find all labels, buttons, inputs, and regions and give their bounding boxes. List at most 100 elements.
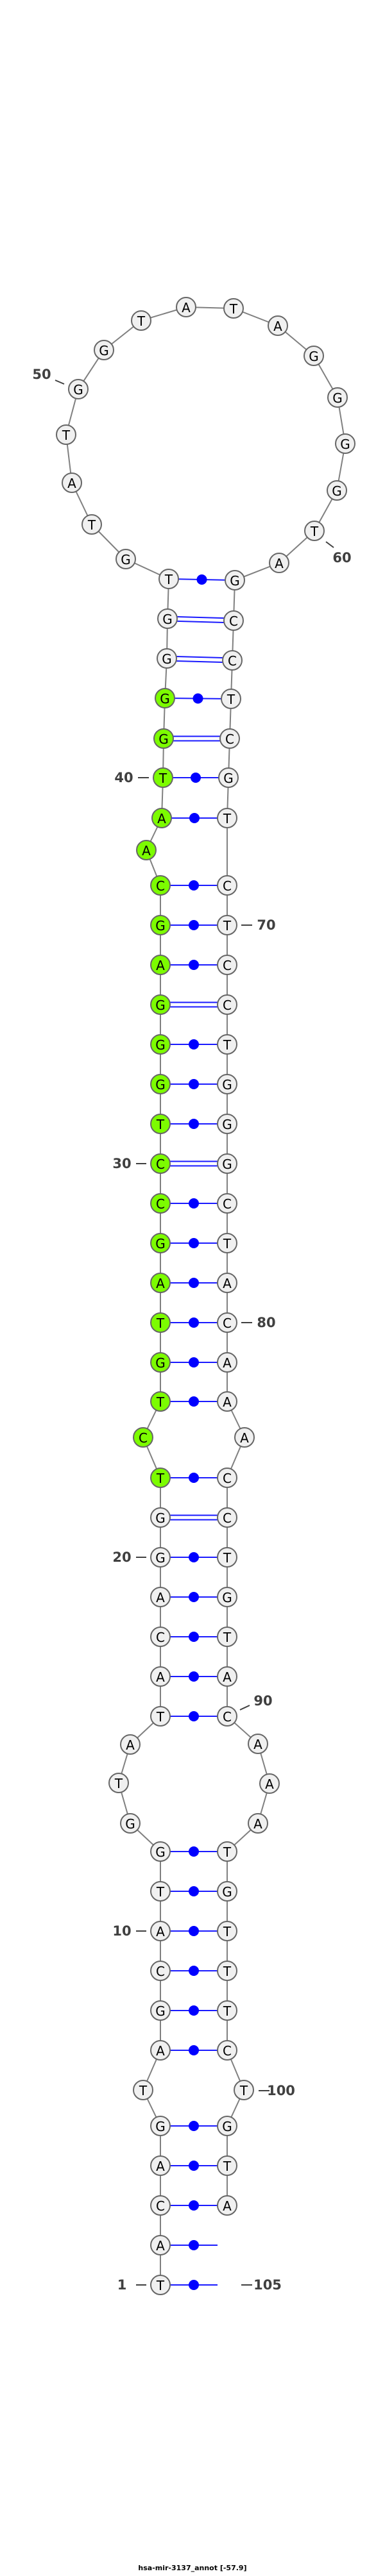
nucleotide-letter: G — [125, 1816, 135, 1832]
pair-dot — [189, 1119, 199, 1129]
wobble-pair-bond — [170, 1552, 218, 1562]
nucleotide-51: G — [94, 340, 114, 360]
nucleotide-letter: T — [223, 811, 232, 826]
pair-dot — [193, 693, 203, 704]
nucleotide-27: A — [150, 1273, 171, 1293]
pair-line — [176, 620, 224, 624]
nucleotide-53: A — [176, 297, 196, 317]
position-label-20: 20 — [112, 1550, 146, 1565]
nucleotide-letter: G — [230, 573, 240, 589]
mature-nucleotide-circle — [150, 1468, 171, 1488]
nucleotide-21: G — [150, 1507, 171, 1528]
nucleotide-circle — [150, 1961, 171, 1981]
nucleotide-87: G — [217, 1587, 237, 1607]
nucleotide-3: C — [150, 2195, 171, 2216]
nucleotide-69: C — [217, 875, 237, 896]
wobble-pair-bond — [170, 1671, 218, 1682]
nucleotide-circle — [217, 808, 237, 828]
nucleotide-letter: G — [160, 691, 170, 707]
nucleotide-circle — [217, 2155, 237, 2176]
nucleotide-circle — [217, 1391, 237, 1412]
pair-dot — [189, 2200, 199, 2211]
nucleotide-letter: T — [223, 1924, 232, 1939]
pair-dot — [189, 1926, 199, 1936]
nucleotide-letter: T — [223, 2159, 232, 2174]
nucleotide-circle — [94, 340, 114, 360]
nucleotide-letter: A — [156, 1924, 165, 1939]
nucleotide-70: T — [217, 915, 237, 935]
label-number: 40 — [114, 770, 133, 785]
nucleotide-circle — [225, 570, 245, 590]
nucleotide-letter: A — [223, 2198, 232, 2214]
nucleotide-letter: A — [156, 2043, 165, 2059]
nucleotide-95: G — [217, 1881, 237, 1902]
nucleotide-circle — [217, 1468, 237, 1488]
nucleotide-61: A — [269, 553, 289, 573]
pair-dot — [189, 1079, 199, 1089]
pair-dot — [189, 1886, 199, 1896]
nucleotide-letter: A — [157, 811, 166, 826]
nucleotide-letter: C — [156, 2198, 165, 2214]
nucleotide-86: T — [217, 1547, 237, 1568]
nucleotide-58: G — [335, 433, 355, 454]
pair-dot — [189, 1671, 199, 1682]
nucleotide-letter: A — [223, 1394, 232, 1410]
label-number: 105 — [253, 2277, 282, 2293]
nucleotide-letter: G — [222, 1117, 232, 1132]
nucleotide-letter: T — [310, 524, 319, 539]
nucleotide-6: T — [133, 2080, 153, 2100]
nucleotide-circle — [223, 610, 244, 631]
nucleotide-letter: C — [228, 653, 237, 669]
nucleotide-letter: C — [223, 1471, 232, 1486]
wobble-pair-bond — [170, 920, 218, 930]
position-label-30: 30 — [112, 1156, 146, 1171]
nucleotide-circle — [222, 650, 243, 671]
nucleotide-letter: G — [162, 612, 173, 627]
pair-dot — [189, 1966, 199, 1976]
nucleotide-97: T — [217, 1961, 237, 1981]
pair-dot — [189, 2240, 199, 2250]
nucleotide-letter: A — [253, 1737, 262, 1752]
mature-nucleotide-circle — [150, 1114, 171, 1134]
nucleotide-letter: C — [223, 958, 232, 973]
nucleotide-circle — [269, 553, 289, 573]
nucleotide-letter: G — [222, 1884, 232, 1900]
nucleotide-letter: G — [155, 1844, 166, 1860]
label-number: 100 — [267, 2083, 295, 2098]
gc-pair-bond — [170, 1001, 218, 1008]
nucleotide-letter: T — [114, 1776, 123, 1791]
wobble-pair-bond — [178, 574, 226, 585]
nucleotide-letter: A — [156, 2238, 165, 2254]
nucleotide-circle — [217, 2000, 237, 2021]
nucleotide-letter: A — [156, 2159, 165, 2174]
pair-line — [176, 660, 223, 664]
wobble-pair-bond — [170, 2005, 218, 2016]
nucleotide-circle — [217, 1114, 237, 1134]
nucleotide-letter: G — [340, 437, 350, 452]
nucleotide-letter: T — [156, 1117, 165, 1132]
gc-pair-bond — [170, 1160, 218, 1167]
gc-pair-bond — [173, 735, 220, 742]
nucleotide-52: T — [131, 310, 151, 331]
pair-dot — [189, 2280, 199, 2290]
nucleotide-23: C — [133, 1427, 153, 1448]
nucleotide-letter: C — [156, 1630, 165, 1645]
nucleotide-circle — [150, 1507, 171, 1528]
nucleotide-letter: C — [223, 878, 232, 894]
nucleotide-circle — [217, 1921, 237, 1941]
nucleotide-letter: T — [164, 572, 173, 587]
nucleotide-4: A — [150, 2155, 171, 2176]
nucleotide-letter: T — [156, 1316, 165, 1331]
nucleotide-circle — [304, 346, 324, 366]
label-number: 30 — [112, 1156, 131, 1171]
nucleotide-letter: G — [155, 2003, 166, 2019]
nucleotide-circle — [223, 298, 244, 319]
nucleotide-circle — [108, 1773, 129, 1793]
nucleotide-circle — [217, 1074, 237, 1094]
position-label-50: 50 — [32, 367, 65, 385]
pair-dot — [189, 1278, 199, 1288]
nucleotide-letter: G — [155, 2119, 166, 2134]
nucleotide-99: C — [217, 2040, 237, 2061]
nucleotide-letter: G — [332, 390, 343, 406]
position-label-100: 100 — [259, 2083, 295, 2098]
